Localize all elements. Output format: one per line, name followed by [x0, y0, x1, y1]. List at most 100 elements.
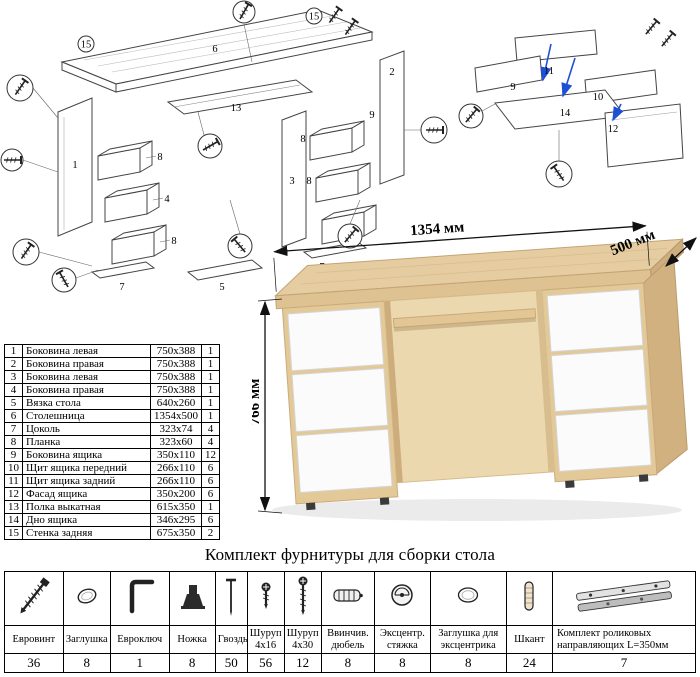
hex-key-icon — [129, 579, 154, 614]
hardware-label: Заглушка — [62, 625, 111, 654]
part-qty: 1 — [201, 370, 220, 384]
cam-cap-icon — [458, 587, 479, 603]
drawer-slides-icon — [576, 580, 672, 612]
part-qty: 6 — [201, 474, 220, 488]
screw-long-icon — [298, 576, 308, 615]
callout-8d: 8 — [306, 176, 311, 187]
hardware-label: Гвоздь — [214, 625, 248, 654]
callout-1: 1 — [72, 160, 77, 171]
hardware-label: Эксцентр. стяжка — [374, 625, 431, 654]
part-num: 8 — [4, 435, 23, 449]
part-size: 675x350 — [150, 526, 202, 540]
callout-8c: 8 — [300, 134, 305, 145]
callout-11: 11 — [544, 66, 554, 77]
part-size: 323x74 — [150, 422, 202, 436]
hardware-label: Шкант — [505, 625, 554, 654]
wood-dowel-icon — [524, 581, 534, 611]
hardware-label: Комплект роликовых направляющих L=350мм — [552, 625, 696, 654]
part-qty: 6 — [201, 461, 220, 475]
callout-15a: 15 — [81, 40, 92, 51]
exploded-diagram-main: 15 15 6 13 1 8 4 8 7 2 8 8 7 3 9 5 — [0, 0, 448, 293]
height-dimension-label: 766 мм — [252, 379, 263, 426]
part-name: Вязка стола — [22, 396, 151, 410]
part-name: Боковина левая — [22, 344, 151, 358]
part-num: 14 — [4, 513, 23, 527]
part-size: 750x388 — [150, 370, 202, 384]
dowel-screw-icon — [333, 589, 363, 602]
screw-short-icon — [261, 582, 271, 609]
hardware-label: Евровинт — [4, 625, 64, 654]
desk-shadow — [272, 499, 682, 521]
part-qty: 6 — [201, 513, 220, 527]
assembly-arrows — [540, 43, 624, 122]
part-size: 350x110 — [150, 448, 202, 462]
callout-15b: 15 — [309, 12, 320, 23]
part-name: Цоколь — [22, 422, 151, 436]
part-qty: 12 — [201, 448, 220, 462]
part-qty: 1 — [201, 500, 220, 514]
part-size: 323x60 — [150, 435, 202, 449]
part-num: 9 — [4, 448, 23, 462]
part-size: 346x295 — [150, 513, 202, 527]
part-size: 615x350 — [150, 500, 202, 514]
width-dimension-label: 1354 мм — [410, 219, 465, 239]
euroscrew-icon — [20, 577, 50, 614]
callout-8b: 8 — [171, 236, 176, 247]
desk-body: 1354 мм — [273, 219, 688, 511]
callout-10: 10 — [593, 92, 604, 103]
part-num: 15 — [4, 526, 23, 540]
part-name: Боковина ящика — [22, 448, 151, 462]
part-num: 10 — [4, 461, 23, 475]
foot-icon — [180, 585, 205, 609]
part-qty: 4 — [201, 435, 220, 449]
drawer-leader-lines — [481, 103, 560, 161]
part-qty: 6 — [201, 487, 220, 501]
callout-9: 9 — [510, 82, 515, 93]
part-qty: 1 — [201, 344, 220, 358]
hardware-labels-row: Евровинт Заглушка Евроключ Ножка Гвоздь … — [4, 625, 696, 654]
cam-lock-icon — [391, 584, 414, 606]
part-num: 13 — [4, 500, 23, 514]
part-name: Щит ящика передний — [22, 461, 151, 475]
callout-3: 3 — [289, 176, 294, 187]
part-name: Боковина левая — [22, 370, 151, 384]
callout-6: 6 — [212, 44, 217, 55]
part-num: 4 — [4, 383, 23, 397]
callout-5: 5 — [219, 282, 224, 293]
hardware-qty: 50 — [214, 653, 248, 673]
part-qty: 1 — [201, 383, 220, 397]
callout-13: 13 — [231, 103, 242, 114]
part-num: 1 — [4, 344, 23, 358]
part-name: Боковина правая — [22, 357, 151, 371]
hardware-kit-table: Евровинт Заглушка Евроключ Ножка Гвоздь … — [4, 571, 696, 673]
hardware-label: Ввинчив. дюбель — [320, 625, 376, 654]
part-num: 3 — [4, 370, 23, 384]
hardware-qty: 7 — [552, 653, 696, 673]
hardware-qty: 24 — [505, 653, 554, 673]
part-num: 5 — [4, 396, 23, 410]
width-dimension-arrow — [273, 221, 647, 257]
part-num: 12 — [4, 487, 23, 501]
part-size: 750x388 — [150, 383, 202, 397]
hardware-qty: 1 — [109, 653, 170, 673]
hardware-qty: 56 — [246, 653, 285, 673]
hardware-qty-row: 36 8 1 8 50 56 12 8 8 8 24 7 — [4, 653, 696, 673]
part-size: 750x388 — [150, 357, 202, 371]
part-qty: 1 — [201, 409, 220, 423]
part-num: 2 — [4, 357, 23, 371]
part-size: 350x200 — [150, 487, 202, 501]
part-size: 1354x500 — [150, 409, 202, 423]
part-size: 750x388 — [150, 344, 202, 358]
part-qty: 2 — [201, 526, 220, 540]
hardware-qty: 8 — [374, 653, 431, 673]
part-num: 6 — [4, 409, 23, 423]
